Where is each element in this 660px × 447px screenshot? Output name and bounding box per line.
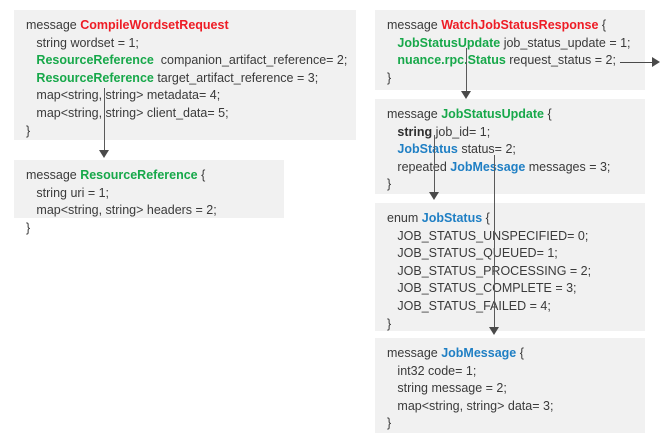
code-text: enum (387, 211, 422, 225)
code-text: { (482, 211, 490, 225)
code-line: } (14, 123, 356, 141)
code-type-name: string (397, 124, 433, 139)
code-text: messages = 3; (525, 159, 611, 174)
code-line: message JobStatusUpdate { (375, 106, 645, 124)
code-line: message ResourceReference { (14, 167, 284, 185)
code-text: map<string, string> headers = 2; (26, 203, 217, 218)
code-line: map<string, string> client_data= 5; (14, 105, 356, 123)
code-text: message (387, 346, 442, 360)
code-line: string uri = 1; (14, 185, 284, 203)
code-line: } (375, 176, 645, 194)
code-text (26, 71, 36, 85)
code-type-name: JobStatusUpdate (441, 107, 544, 121)
code-text: message (387, 107, 442, 121)
code-type-name: nuance.rpc.Status (397, 53, 506, 68)
code-text: companion_artifact_reference= 2; (153, 53, 348, 68)
message-box-job-status-update: message JobStatusUpdate { string job_id=… (375, 99, 645, 194)
code-text: repeated (387, 159, 451, 174)
code-type-name: JobStatus (397, 142, 458, 157)
code-text: map<string, string> data= 3; (387, 398, 554, 413)
code-text: } (26, 123, 31, 138)
code-line: message CompileWordsetRequest (14, 17, 356, 35)
code-line: map<string, string> headers = 2; (14, 202, 284, 220)
code-text (26, 53, 36, 67)
code-text: int32 code= 1; (387, 363, 477, 378)
code-line: string job_id= 1; (375, 124, 645, 142)
code-text: message (26, 18, 81, 32)
code-text: { (197, 168, 206, 182)
code-line: message JobMessage { (375, 345, 645, 363)
code-line: } (375, 415, 645, 433)
message-box-compile-wordset-request: message CompileWordsetRequest string wor… (14, 10, 356, 140)
code-type-name: JobStatus (421, 211, 483, 225)
code-text (387, 142, 397, 156)
code-line: } (14, 220, 284, 238)
code-line: string message = 2; (375, 380, 645, 398)
code-line: JobStatus status= 2; (375, 141, 645, 159)
code-text: JOB_STATUS_QUEUED= 1; (387, 246, 558, 261)
code-text: message (387, 18, 442, 32)
code-line: JOB_STATUS_UNSPECIFIED= 0; (375, 228, 645, 246)
code-text: JOB_STATUS_PROCESSING = 2; (387, 263, 592, 278)
code-text: } (387, 416, 392, 431)
message-box-watch-job-status-response: message WatchJobStatusResponse { JobStat… (375, 10, 645, 90)
code-type-name: ResourceReference (36, 70, 154, 85)
code-type-name: CompileWordsetRequest (80, 18, 229, 32)
code-text: } (26, 220, 31, 235)
code-text: status= 2; (457, 142, 516, 157)
code-line: repeated JobMessage messages = 3; (375, 159, 645, 177)
code-text: map<string, string> client_data= 5; (26, 105, 229, 120)
code-text: JOB_STATUS_COMPLETE = 3; (387, 281, 577, 296)
code-type-name: JobStatusUpdate (397, 35, 501, 50)
code-line: int32 code= 1; (375, 363, 645, 381)
code-text: { (598, 18, 607, 32)
code-type-name: ResourceReference (36, 53, 154, 68)
code-text: message (26, 168, 81, 182)
code-line: ResourceReference target_artifact_refere… (14, 70, 356, 88)
code-text: string uri = 1; (26, 185, 110, 200)
enum-box-job-status: enum JobStatus { JOB_STATUS_UNSPECIFIED=… (375, 203, 645, 331)
code-text: target_artifact_reference = 3; (153, 70, 319, 85)
code-text: } (387, 70, 392, 85)
code-text: } (387, 177, 392, 192)
code-text: { (516, 346, 524, 360)
code-text (387, 53, 397, 67)
code-line: JobStatusUpdate job_status_update = 1; (375, 35, 645, 53)
code-text: request_status = 2; (505, 53, 616, 68)
code-text: map<string, string> metadata= 4; (26, 88, 221, 103)
message-box-job-message: message JobMessage { int32 code= 1; stri… (375, 338, 645, 433)
code-type-name: JobMessage (441, 346, 517, 360)
code-line: map<string, string> data= 3; (375, 398, 645, 416)
code-text: JOB_STATUS_FAILED = 4; (387, 298, 551, 313)
code-line: JOB_STATUS_COMPLETE = 3; (375, 280, 645, 298)
code-line: nuance.rpc.Status request_status = 2; (375, 52, 645, 70)
code-text: job_id= 1; (432, 124, 491, 139)
message-box-resource-reference: message ResourceReference { string uri =… (14, 160, 284, 235)
code-text (387, 36, 397, 50)
code-text: JOB_STATUS_UNSPECIFIED= 0; (387, 228, 589, 243)
code-text: job_status_update = 1; (500, 35, 631, 50)
code-line: message WatchJobStatusResponse { (375, 17, 645, 35)
code-text: { (544, 107, 552, 121)
code-line: string wordset = 1; (14, 35, 356, 53)
code-line: JOB_STATUS_FAILED = 4; (375, 298, 645, 316)
code-type-name: ResourceReference (80, 168, 198, 182)
code-line: JOB_STATUS_QUEUED= 1; (375, 245, 645, 263)
code-line: map<string, string> metadata= 4; (14, 87, 356, 105)
code-text: string message = 2; (387, 381, 507, 396)
code-line: } (375, 316, 645, 334)
code-type-name: WatchJobStatusResponse (441, 18, 599, 32)
code-line: enum JobStatus { (375, 210, 645, 228)
code-text (387, 125, 397, 139)
code-line: } (375, 70, 645, 88)
code-text: } (387, 316, 392, 331)
code-text: string wordset = 1; (26, 35, 139, 50)
code-line: ResourceReference companion_artifact_ref… (14, 52, 356, 70)
code-type-name: JobMessage (450, 159, 526, 174)
code-line: JOB_STATUS_PROCESSING = 2; (375, 263, 645, 281)
